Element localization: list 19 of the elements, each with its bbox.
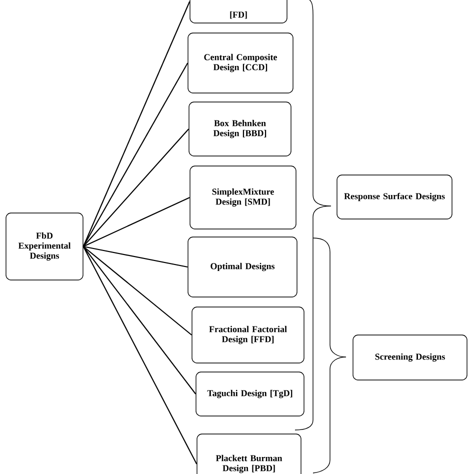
category-box: Screening Designs — [352, 334, 468, 380]
design-box: Plackett Burman Design [PBD] — [196, 434, 302, 474]
category-box: Response Surface Designs — [336, 174, 452, 220]
connector-line — [82, 1, 190, 247]
design-box: Central Composite Design [CCD] — [188, 32, 294, 94]
design-box: Optimal Designs — [188, 236, 298, 298]
connector-line — [83, 246, 188, 268]
design-box: Box Behnken Design [BBD] — [188, 102, 292, 156]
connector-line — [82, 62, 188, 247]
connector-line — [82, 246, 198, 464]
design-box: Taguchi Design [TgD] — [196, 372, 304, 416]
connector-line — [82, 246, 196, 394]
connector-line — [83, 246, 192, 336]
connector-line — [82, 128, 190, 247]
design-box: Fractional Factorial Design [FFD] — [192, 306, 304, 364]
design-box: [FD] — [190, 0, 288, 24]
design-box: FbD Experimental Designs — [6, 212, 84, 280]
design-box: SimplexMixture Design [SMD] — [190, 166, 296, 230]
connector-line — [83, 197, 190, 247]
